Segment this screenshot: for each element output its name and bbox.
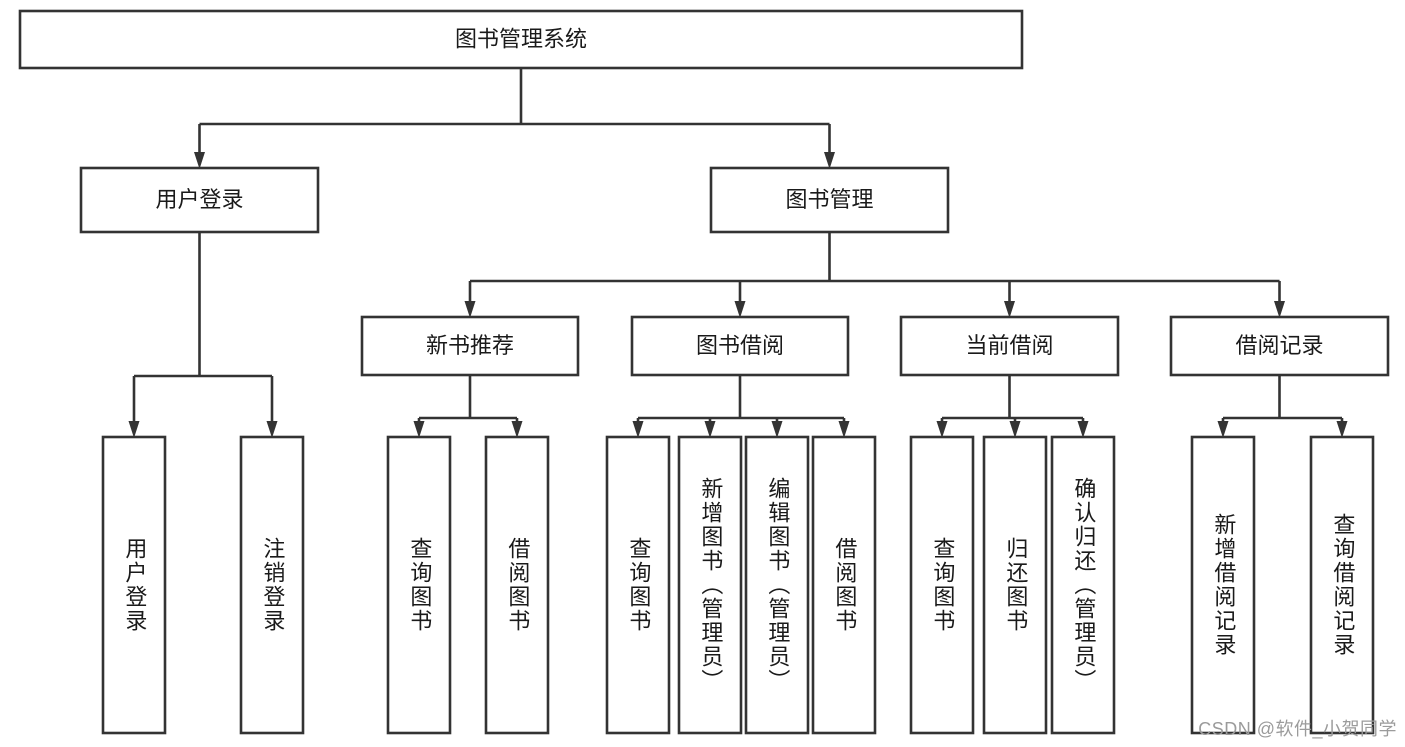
node-box-leaf-query-record[interactable] xyxy=(1309,435,1375,735)
node-box-leaf-borrow-book[interactable] xyxy=(811,435,877,735)
node-label-root: 图书管理系统 xyxy=(455,26,587,51)
node-box-leaf-logout[interactable] xyxy=(239,435,305,735)
node-box-leaf-query-book-cur[interactable] xyxy=(909,435,975,735)
node-box-book-manage[interactable] xyxy=(709,166,950,234)
node-box-leaf-borrow-book-rec[interactable] xyxy=(484,435,550,735)
node-box-layer xyxy=(18,9,1390,735)
arrow-head-leaf-query-book-cur xyxy=(936,421,948,438)
node-box-leaf-query-book-rec[interactable] xyxy=(386,435,452,735)
arrow-head-leaf-add-record xyxy=(1217,421,1229,438)
arrow-head-leaf-query-record xyxy=(1336,421,1348,438)
arrow-head-borrow-record xyxy=(1274,301,1285,318)
arrow-head-leaf-edit-book xyxy=(771,421,783,438)
node-box-leaf-edit-book[interactable] xyxy=(744,435,810,735)
node-box-leaf-confirm-return[interactable] xyxy=(1050,435,1116,735)
arrow-head-book-borrow xyxy=(734,301,746,318)
arrow-head-leaf-logout xyxy=(266,421,278,438)
node-label-current-borrow: 当前借阅 xyxy=(965,333,1053,358)
arrow-head-leaf-query-book xyxy=(632,421,644,438)
node-box-current-borrow[interactable] xyxy=(899,315,1120,377)
node-label-book-manage: 图书管理 xyxy=(785,187,873,212)
arrow-head-leaf-query-book-rec xyxy=(413,421,425,438)
node-label-book-borrow: 图书借阅 xyxy=(696,333,784,358)
arrow-head-new-book-rec xyxy=(464,301,476,318)
node-box-leaf-add-book[interactable] xyxy=(677,435,743,735)
arrow-head-leaf-return-book xyxy=(1009,421,1021,438)
node-box-book-borrow[interactable] xyxy=(630,315,850,377)
node-box-root[interactable] xyxy=(18,9,1024,70)
node-label-borrow-record: 借阅记录 xyxy=(1235,333,1323,358)
node-box-leaf-return-book[interactable] xyxy=(982,435,1048,735)
arrow-head-leaf-borrow-book-rec xyxy=(511,421,523,438)
node-box-leaf-query-book[interactable] xyxy=(605,435,671,735)
arrow-head-leaf-confirm-return xyxy=(1077,421,1089,438)
arrow-head-book-manage xyxy=(824,152,835,169)
arrow-head-user-login xyxy=(194,152,205,169)
node-label-new-book-rec: 新书推荐 xyxy=(426,333,514,358)
node-box-leaf-user-login[interactable] xyxy=(101,435,167,735)
arrow-head-current-borrow xyxy=(1004,301,1015,318)
arrow-head-leaf-user-login xyxy=(128,421,140,438)
connector-layer xyxy=(128,68,1348,438)
arrow-head-leaf-add-book xyxy=(704,421,716,438)
node-box-new-book-rec[interactable] xyxy=(360,315,580,377)
node-box-leaf-add-record[interactable] xyxy=(1190,435,1256,735)
node-label-user-login: 用户登录 xyxy=(155,187,243,212)
node-box-borrow-record[interactable] xyxy=(1169,315,1390,377)
arrow-head-leaf-borrow-book xyxy=(838,421,850,438)
node-box-user-login[interactable] xyxy=(79,166,320,234)
